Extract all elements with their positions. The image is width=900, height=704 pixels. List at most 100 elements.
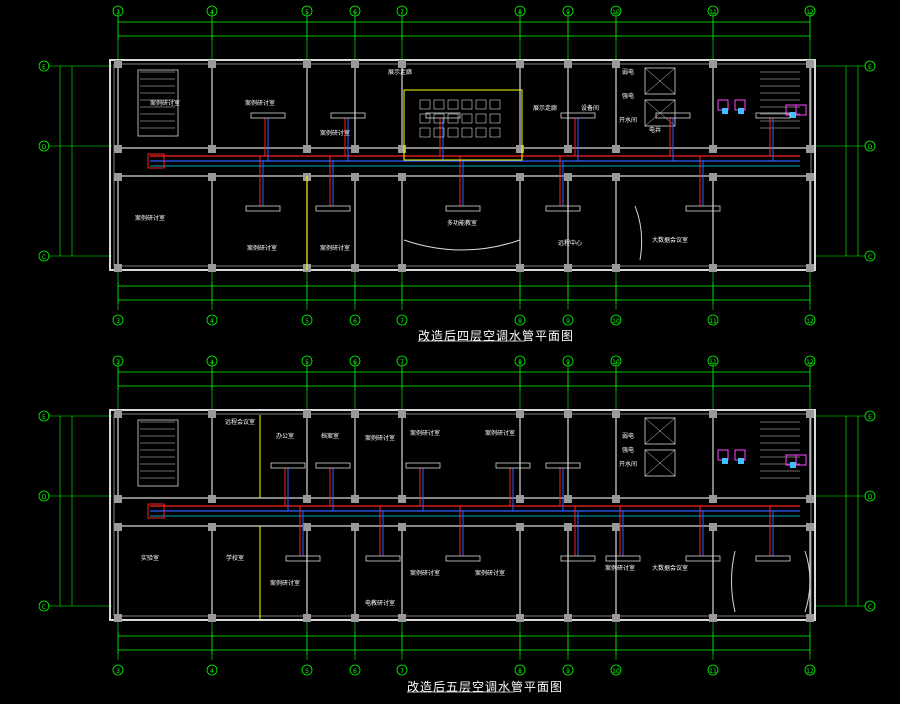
axis-label: 12 bbox=[806, 359, 814, 366]
structural-column bbox=[351, 410, 359, 418]
axis-label: 6 bbox=[353, 9, 357, 16]
axis-label: 9 bbox=[566, 9, 570, 16]
axis-label: E bbox=[868, 414, 872, 421]
axis-bubble bbox=[804, 5, 816, 17]
structural-column bbox=[564, 145, 572, 153]
structural-column bbox=[303, 60, 311, 68]
room-label: 实验室 bbox=[141, 554, 159, 562]
fan-coil-unit bbox=[605, 555, 641, 562]
axis-bubble bbox=[610, 314, 622, 326]
axis-label: 5 bbox=[305, 668, 309, 675]
fan-coil-unit bbox=[330, 112, 366, 119]
axis-bubble bbox=[804, 664, 816, 676]
structural-column bbox=[114, 60, 122, 68]
seat bbox=[475, 99, 487, 110]
axis-bubble bbox=[301, 314, 313, 326]
structural-column bbox=[709, 410, 717, 418]
axis-label: 8 bbox=[518, 359, 522, 366]
structural-column bbox=[114, 173, 122, 181]
fan-coil-unit bbox=[560, 112, 596, 119]
axis-label: 3 bbox=[116, 318, 120, 325]
structural-column bbox=[806, 173, 814, 181]
fan-coil-unit bbox=[315, 205, 351, 212]
axis-label: E bbox=[42, 64, 46, 71]
fan-coil-unit bbox=[425, 112, 461, 119]
elevator-cross bbox=[644, 67, 676, 95]
axis-label: 8 bbox=[518, 318, 522, 325]
structural-column bbox=[208, 60, 216, 68]
axis-bubble bbox=[707, 5, 719, 17]
axis-label: 3 bbox=[116, 9, 120, 16]
room-label: 案例研讨室 bbox=[150, 99, 180, 107]
axis-label: C bbox=[868, 254, 872, 261]
room-label: 多功能教室 bbox=[447, 219, 477, 227]
elevator-cross bbox=[644, 417, 676, 445]
fan-coil-unit bbox=[270, 462, 306, 469]
seat bbox=[461, 113, 473, 124]
axis-bubble bbox=[112, 355, 124, 367]
exhibition-partition bbox=[403, 89, 523, 161]
axis-label: 6 bbox=[353, 668, 357, 675]
room-label: 设备间 bbox=[581, 104, 599, 112]
structural-column bbox=[806, 523, 814, 531]
axis-bubble bbox=[864, 600, 876, 612]
elevator-shaft bbox=[644, 449, 676, 477]
structural-column bbox=[612, 145, 620, 153]
structural-column bbox=[564, 495, 572, 503]
axis-bubble bbox=[864, 490, 876, 502]
axis-label: E bbox=[42, 414, 46, 421]
axis-bubble bbox=[38, 410, 50, 422]
axis-label: 5 bbox=[305, 359, 309, 366]
floor5-caption: 改造后五层空调水管平面图 bbox=[407, 680, 564, 694]
axis-bubble bbox=[301, 5, 313, 17]
room-label: 档案室 bbox=[321, 432, 339, 440]
room-label: 大数据会议室 bbox=[652, 564, 688, 572]
axis-label: 7 bbox=[400, 9, 404, 16]
axis-bubble bbox=[864, 140, 876, 152]
outer-wall bbox=[109, 59, 816, 271]
elevator-cross bbox=[644, 449, 676, 477]
structural-column bbox=[612, 495, 620, 503]
stair-well bbox=[137, 69, 179, 137]
axis-label: D bbox=[868, 144, 873, 151]
seat bbox=[419, 113, 431, 124]
room-label: 学校室 bbox=[226, 554, 244, 562]
structural-column bbox=[114, 145, 122, 153]
structural-column bbox=[516, 173, 524, 181]
elevator-shaft bbox=[644, 417, 676, 445]
structural-column bbox=[351, 264, 359, 272]
room-label: 案例研讨室 bbox=[605, 564, 635, 572]
axis-bubble bbox=[864, 60, 876, 72]
structural-column bbox=[564, 60, 572, 68]
axis-label: 8 bbox=[518, 9, 522, 16]
pipe-riser bbox=[147, 503, 165, 519]
room-label: 电井 bbox=[649, 126, 661, 134]
room-label: 电教研讨室 bbox=[365, 599, 395, 607]
fan-coil-unit bbox=[245, 205, 281, 212]
fan-coil-unit bbox=[755, 555, 791, 562]
structural-column bbox=[612, 614, 620, 622]
axis-bubble bbox=[610, 664, 622, 676]
room-label: 开水间 bbox=[619, 116, 637, 124]
axis-bubble bbox=[707, 664, 719, 676]
fan-coil-unit bbox=[685, 555, 721, 562]
structural-column bbox=[564, 410, 572, 418]
axis-bubble bbox=[562, 664, 574, 676]
structural-column bbox=[114, 614, 122, 622]
seat bbox=[475, 127, 487, 138]
fan-coil-unit bbox=[285, 555, 321, 562]
seat bbox=[489, 99, 501, 110]
structural-column bbox=[612, 60, 620, 68]
structural-column bbox=[709, 264, 717, 272]
axis-label: 11 bbox=[709, 9, 717, 16]
fan-coil-unit bbox=[755, 112, 791, 119]
axis-bubble bbox=[514, 355, 526, 367]
structural-column bbox=[806, 495, 814, 503]
seat bbox=[433, 113, 445, 124]
toilet-fixture bbox=[790, 112, 796, 118]
structural-column bbox=[303, 410, 311, 418]
structural-column bbox=[516, 145, 524, 153]
axis-bubble bbox=[396, 355, 408, 367]
axis-label: 4 bbox=[210, 359, 214, 366]
